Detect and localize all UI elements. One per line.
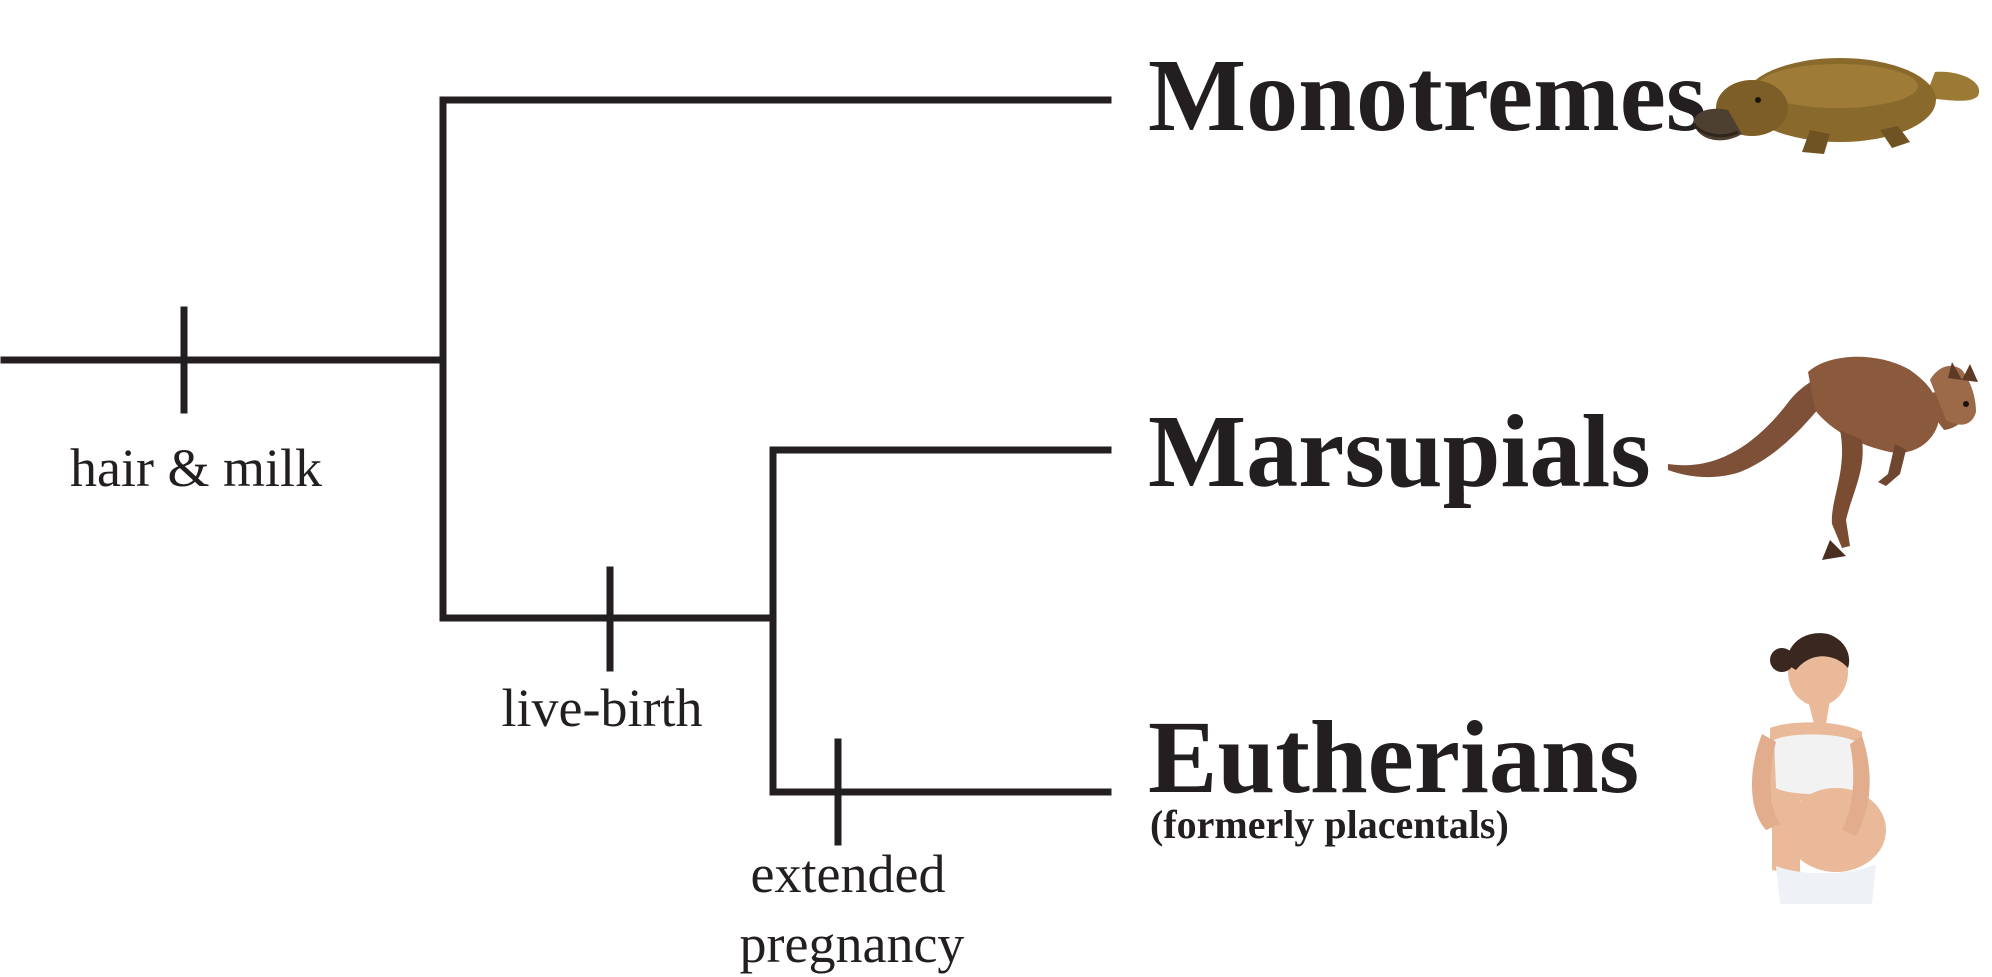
taxon-label-monotremes: Monotremes bbox=[1148, 38, 1706, 153]
taxon-label-eutherians: Eutherians bbox=[1148, 700, 1639, 815]
pregnant-woman-icon bbox=[1751, 633, 1886, 904]
taxon-label-marsupials: Marsupials bbox=[1148, 394, 1651, 509]
trait-label-pregnancy: pregnancy bbox=[740, 914, 965, 974]
trait-label-live-birth: live-birth bbox=[502, 678, 703, 738]
trait-label-hair-milk: hair & milk bbox=[70, 438, 322, 498]
taxon-sublabel-eutherians: (formerly placentals) bbox=[1150, 802, 1509, 847]
trait-label-extended: extended bbox=[751, 844, 946, 904]
tree-branches bbox=[0, 96, 1112, 796]
kangaroo-icon bbox=[1668, 356, 1978, 560]
platypus-icon bbox=[1692, 58, 1980, 154]
trait-ticks bbox=[180, 306, 842, 846]
